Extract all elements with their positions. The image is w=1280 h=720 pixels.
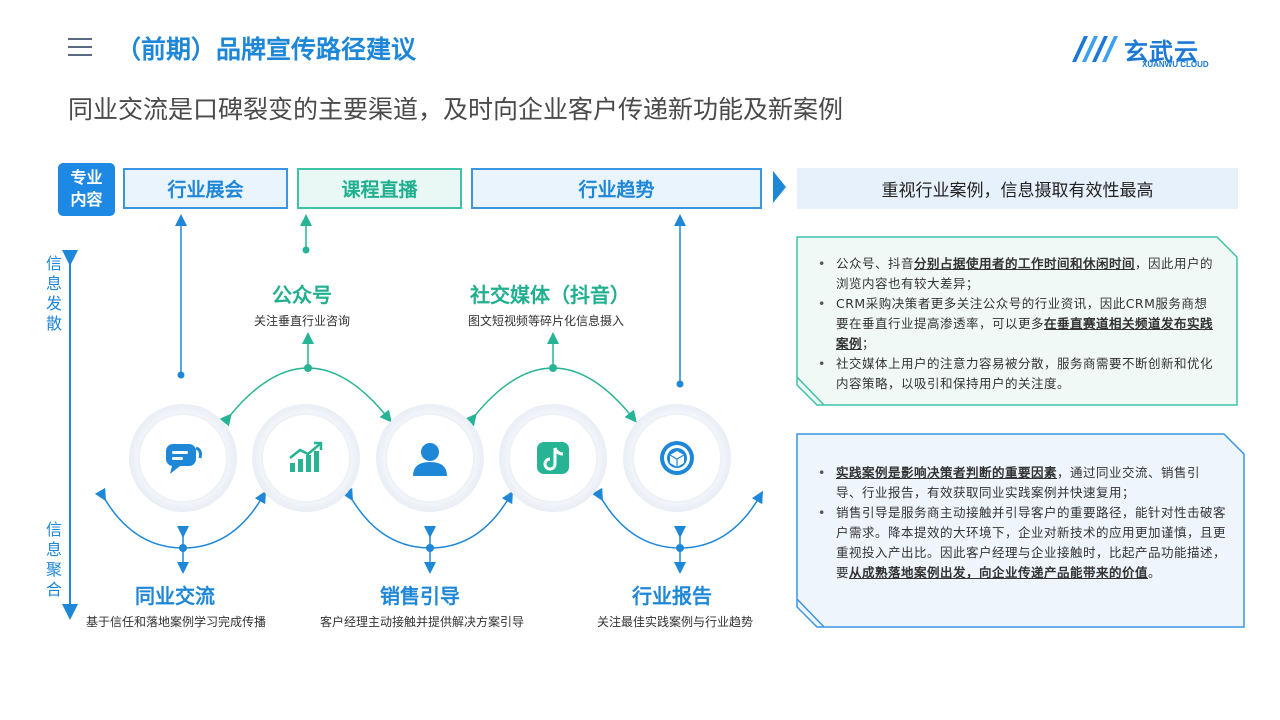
report-seal-icon — [660, 441, 694, 475]
bullet-emphasis: 在垂直赛道相关频道发布实践案例 — [836, 316, 1214, 351]
arrow-right-icon — [773, 171, 786, 203]
connector-dot — [676, 380, 684, 388]
node-desc-wechat: 关注垂直行业咨询 — [254, 314, 351, 328]
user-icon — [413, 443, 447, 476]
bullet-emphasis: 分别占据使用者的工作时间和休闲时间 — [914, 256, 1136, 271]
bullet-text: 公众号、抖音 — [836, 256, 915, 271]
panel-2-list: 实践案例是影响决策者判断的重要因素，通过同业交流、销售引导、行业报告，有效获取同… — [816, 463, 1226, 583]
axis-label-diverge: 信息发散 — [45, 254, 62, 333]
tiktok-icon — [537, 442, 569, 474]
axis-label-converge: 信息聚合 — [45, 520, 62, 599]
growth-chart-icon — [289, 441, 323, 472]
category-industry-expo: 行业展会 — [123, 168, 288, 209]
node-desc-sales: 客户经理主动接触并提供解决方案引导 — [320, 615, 525, 629]
bullet-text-tail: ，因此用户的浏览内容也有较大差异； — [836, 256, 1214, 291]
bullet-text: 销售引导是服务商主动接触并引导客户的重要路径，能针对性击破客户需求。降本提效的大… — [836, 505, 1227, 580]
bullet-text: 社交媒体上用户的注意力容易被分散，服务商需要不断创新和优化内容策略，以吸引和保持… — [836, 356, 1214, 391]
panel-bullet-item: 社交媒体上用户的注意力容易被分散，服务商需要不断创新和优化内容策略，以吸引和保持… — [816, 354, 1216, 394]
connector-dot — [177, 371, 185, 379]
node-title-peer: 同业交流 — [135, 584, 215, 608]
panel-bullet-item: 实践案例是影响决策者判断的重要因素，通过同业交流、销售引导、行业报告，有效获取同… — [816, 463, 1226, 503]
badge-line-1: 专业 — [70, 168, 103, 187]
node-title-sales: 销售引导 — [380, 584, 460, 608]
connector-dot — [302, 246, 310, 254]
insight-panel-1: 公众号、抖音分别占据使用者的工作时间和休闲时间，因此用户的浏览内容也有较大差异；… — [796, 236, 1238, 406]
node-title-wechat: 公众号 — [272, 283, 332, 307]
arc-node-dot — [549, 364, 557, 372]
panel-bullet-item: CRM采购决策者更多关注公众号的行业资讯，因此CRM服务商想要在垂直行业提高渗透… — [816, 294, 1216, 354]
flow-diagram — [62, 214, 764, 620]
bullet-text-tail: ； — [862, 336, 876, 351]
brand-logo: 玄武云 XUANWU CLOUD — [1070, 32, 1220, 72]
right-header: 重视行业案例，信息摄取有效性最高 — [797, 168, 1238, 209]
node-desc-report: 关注最佳实践案例与行业趋势 — [597, 615, 754, 629]
chat-icon — [166, 444, 202, 474]
insight-panel-2: 实践案例是影响决策者判断的重要因素，通过同业交流、销售引导、行业报告，有效获取同… — [796, 433, 1245, 628]
badge-line-2: 内容 — [70, 190, 103, 209]
node-title-report: 行业报告 — [632, 584, 712, 608]
page-title: （前期）品牌宣传路径建议 — [116, 35, 417, 64]
bullet-text-tail: 。 — [1148, 565, 1162, 580]
arc-node-dot — [304, 364, 312, 372]
panel-1-list: 公众号、抖音分别占据使用者的工作时间和休闲时间，因此用户的浏览内容也有较大差异；… — [816, 254, 1216, 394]
bullet-emphasis: 实践案例是影响决策者判断的重要因素 — [836, 465, 1058, 480]
node-title-douyin: 社交媒体（抖音） — [470, 283, 630, 307]
logo-text: 玄武云 — [1124, 38, 1199, 66]
panel-bullet-item: 销售引导是服务商主动接触并引导客户的重要路径，能针对性击破客户需求。降本提效的大… — [816, 503, 1226, 583]
professional-content-badge: 专业 内容 — [58, 163, 115, 216]
node-desc-douyin: 图文短视频等碎片化信息摄入 — [468, 314, 625, 328]
page-subtitle: 同业交流是口碑裂变的主要渠道，及时向企业客户传递新功能及新案例 — [68, 95, 844, 124]
bullet-text: CRM采购决策者更多关注公众号的行业资讯，因此CRM服务商想要在垂直行业提高渗透… — [836, 296, 1208, 331]
menu-icon[interactable] — [68, 38, 92, 58]
node-desc-peer: 基于信任和落地案例学习完成传播 — [86, 615, 267, 629]
bullet-emphasis: 从成熟落地案例出发，向企业传递产品能带来的价值 — [849, 565, 1149, 580]
category-live-course: 课程直播 — [297, 168, 462, 209]
logo-subtext: XUANWU CLOUD — [1142, 60, 1209, 69]
category-industry-trend: 行业趋势 — [471, 168, 762, 209]
logo-mark-icon — [1072, 36, 1118, 62]
panel-bullet-item: 公众号、抖音分别占据使用者的工作时间和休闲时间，因此用户的浏览内容也有较大差异； — [816, 254, 1216, 294]
bullet-text-tail: ，通过同业交流、销售引导、行业报告，有效获取同业实践案例并快速复用； — [836, 465, 1201, 500]
